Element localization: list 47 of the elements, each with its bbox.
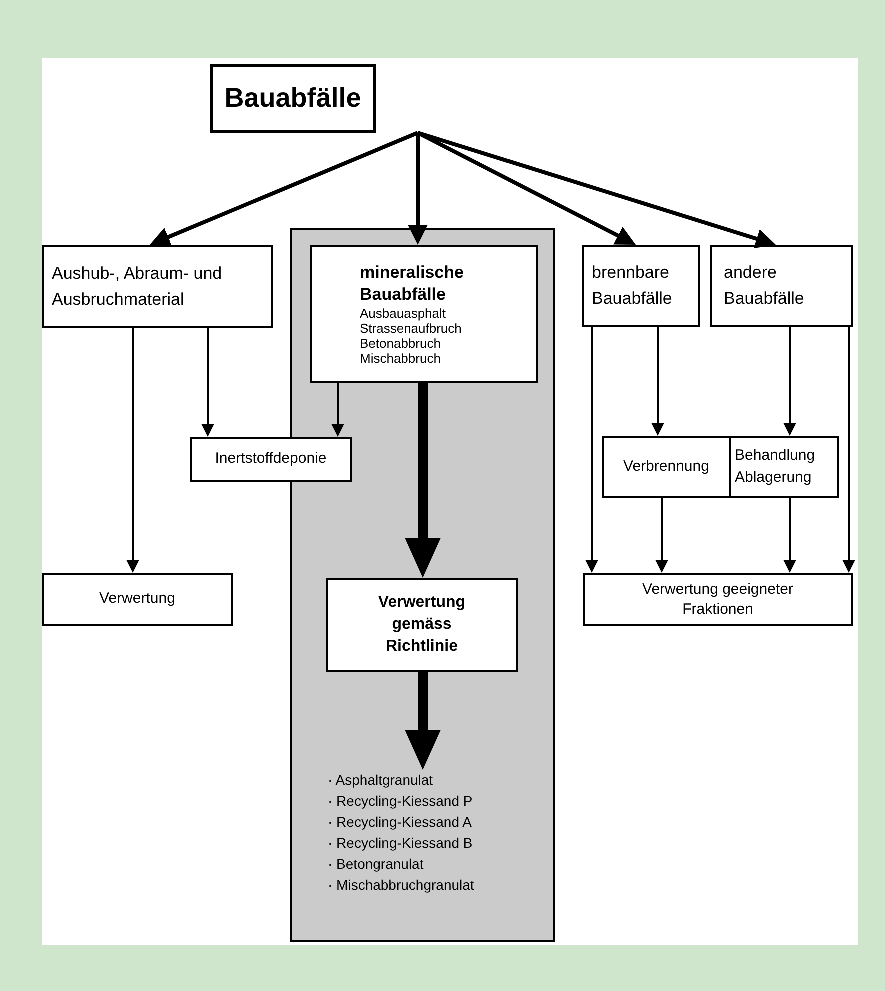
box-label: Verwertung geeigneter Fraktionen bbox=[642, 580, 794, 620]
arrow bbox=[586, 327, 598, 573]
box-label: Ausbauasphalt bbox=[360, 306, 448, 321]
list-item: · Asphaltgranulat bbox=[328, 771, 434, 790]
arrow bbox=[332, 383, 344, 437]
process-box bbox=[602, 436, 731, 498]
box-label: Verbrennung bbox=[624, 456, 710, 477]
arrow bbox=[842, 327, 856, 573]
process-box bbox=[190, 437, 352, 482]
box-label: mineralische Bauabfälle bbox=[360, 262, 465, 306]
arrow bbox=[784, 327, 796, 436]
arrow bbox=[417, 131, 776, 249]
arrow bbox=[656, 498, 668, 573]
arrow bbox=[417, 131, 636, 245]
list-item: · Recycling-Kiessand P bbox=[328, 792, 474, 811]
process-box bbox=[42, 573, 233, 626]
box-label: brennbare Bauabfälle bbox=[592, 262, 674, 310]
process-box bbox=[710, 245, 853, 327]
box-label: Verwertung bbox=[100, 589, 176, 610]
list-item: · Betongranulat bbox=[328, 855, 425, 874]
process-box bbox=[310, 245, 538, 383]
process-box bbox=[326, 578, 518, 672]
process-box bbox=[210, 64, 376, 133]
box-label: Strassenaufbruch bbox=[360, 321, 463, 336]
box-label: Betonabbruch bbox=[360, 336, 442, 351]
process-box bbox=[42, 245, 273, 328]
box-label: Inertstoffdeponie bbox=[215, 449, 327, 470]
box-label: Aushub-, Abraum- und Ausbruchmaterial bbox=[52, 262, 224, 310]
process-box bbox=[583, 573, 853, 626]
box-label: Verwertung gemäss Richtlinie bbox=[377, 593, 467, 657]
arrow bbox=[408, 133, 428, 245]
arrow bbox=[150, 131, 419, 247]
box-label: Behandlung Ablagerung bbox=[735, 446, 816, 488]
arrow bbox=[405, 672, 441, 770]
list-item: · Recycling-Kiessand B bbox=[328, 834, 474, 853]
process-box bbox=[729, 436, 839, 498]
box-label: Bauabfälle bbox=[224, 82, 362, 116]
arrow bbox=[126, 328, 140, 573]
arrow bbox=[202, 328, 214, 437]
arrow bbox=[652, 327, 664, 436]
process-box bbox=[582, 245, 700, 327]
box-label: Mischabbruch bbox=[360, 351, 442, 366]
box-label: andere Bauabfälle bbox=[724, 262, 806, 310]
arrow bbox=[405, 383, 441, 578]
arrow bbox=[784, 498, 796, 573]
list-item: · Mischabbruchgranulat bbox=[328, 876, 476, 895]
list-item: · Recycling-Kiessand A bbox=[328, 813, 473, 832]
